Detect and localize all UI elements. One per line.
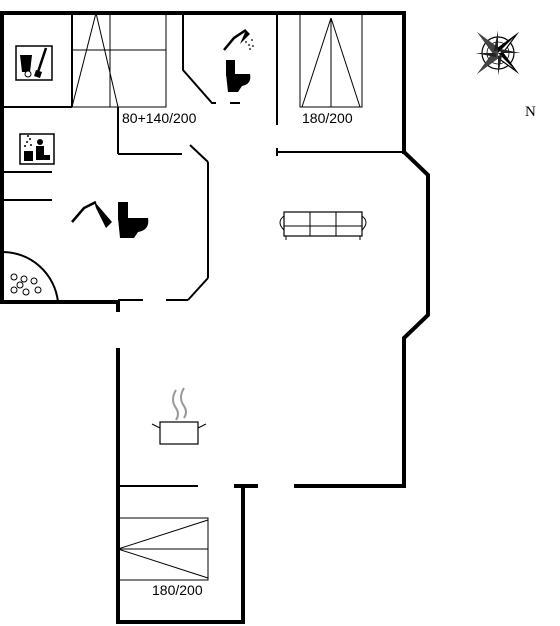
bed-label-lower: 180/200: [152, 582, 203, 598]
stairs-upper: [71, 12, 167, 108]
toilet-icon: [118, 202, 149, 238]
interior-walls: [2, 13, 404, 487]
whirlpool-icon: [1, 250, 59, 303]
cooking-pot-icon: [151, 387, 207, 445]
broom-bucket-icon: [15, 45, 53, 81]
compass-north-label: N: [525, 104, 536, 120]
sofa-icon: [279, 211, 367, 240]
bed-upper-right: [299, 12, 363, 108]
shower-icon: [223, 28, 254, 51]
walls: [0, 11, 430, 624]
shower-icon: [71, 200, 112, 228]
toilet-icon: [226, 60, 251, 92]
compass-rose-icon: [475, 30, 521, 76]
bed-label-upper-left: 80+140/200: [122, 110, 197, 126]
bed-lower: [117, 517, 209, 581]
bed-label-upper-right: 180/200: [302, 110, 353, 126]
sauna-icon: [19, 133, 55, 165]
